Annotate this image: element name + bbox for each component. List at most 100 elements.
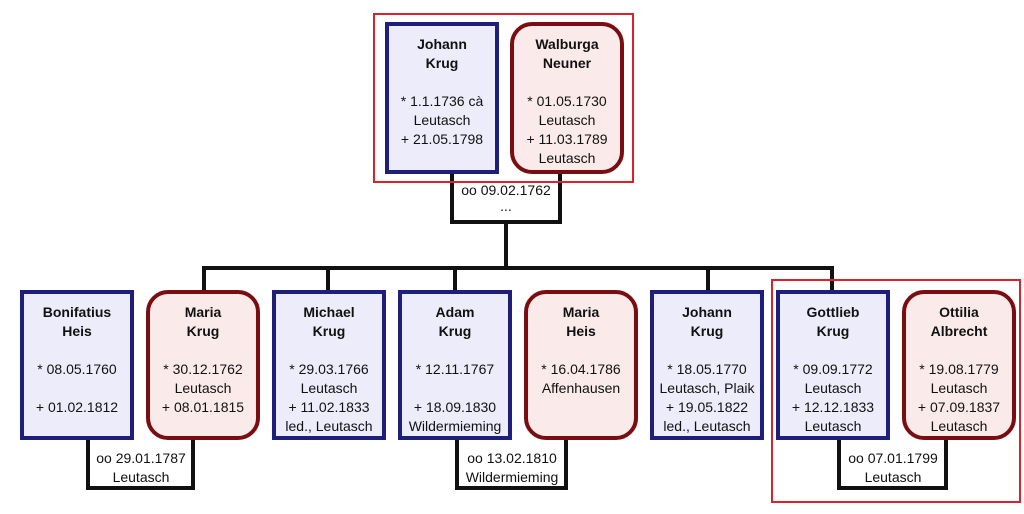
text-line: * 16.04.1786: [541, 361, 621, 377]
text-line: Krug: [438, 323, 472, 339]
text-line: Leutasch: [300, 380, 358, 396]
person-dates: * 01.05.1730 Leutasch + 11.03.1789 Leuta…: [526, 92, 607, 168]
text-line: + 12.12.1833: [791, 399, 875, 415]
text-line: + 21.05.1798: [400, 131, 484, 147]
text-line: + 08.01.1815: [161, 399, 245, 415]
text-line: oo 07.01.1799: [848, 450, 938, 466]
person-walburga-neuner[interactable]: Walburga Neuner * 01.05.1730 Leutasch + …: [510, 22, 624, 174]
text-line: Walburga: [535, 36, 599, 52]
text-line: * 29.03.1766: [289, 361, 369, 377]
person-dates: * 1.1.1736 cà Leutasch + 21.05.1798: [401, 92, 484, 149]
text-line: Krug: [186, 323, 220, 339]
text-line: Leutasch: [538, 112, 596, 128]
text-line: * 08.05.1760: [37, 361, 117, 377]
text-line: oo 09.02.1762: [461, 182, 551, 198]
text-line: ...: [500, 198, 512, 214]
text-line: Bonifatius: [42, 304, 112, 320]
text-line: * 1.1.1736 cà: [400, 93, 484, 109]
text-line: + 01.02.1812: [35, 399, 119, 415]
text-line: Wildermieming: [408, 418, 502, 434]
text-line: Gottlieb: [806, 304, 860, 320]
text-line: * 12.11.1767: [415, 361, 495, 377]
text-line: + 11.02.1833: [288, 399, 370, 415]
text-line: Johann: [682, 304, 732, 320]
text-line: * 18.05.1770: [667, 361, 747, 377]
text-line: Leutasch: [804, 380, 862, 396]
text-line: Johann: [417, 36, 467, 52]
text-line: Krug: [425, 55, 459, 71]
text-line: Maria: [184, 304, 222, 320]
text-line: led., Leutasch: [663, 418, 751, 434]
text-line: Neuner: [542, 55, 592, 71]
text-line: + 11.03.1789: [526, 131, 608, 147]
text-line: Leutasch: [112, 469, 170, 485]
text-line: Adam: [435, 304, 475, 320]
text-line: Leutasch: [804, 418, 862, 434]
text-line: Albrecht: [930, 323, 988, 339]
text-line: Affenhausen: [541, 380, 621, 396]
text-line: Leutasch, Plaik: [659, 380, 755, 396]
text-line: * 09.09.1772: [793, 361, 873, 377]
text-line: Leutasch: [864, 469, 922, 485]
text-line: Leutasch: [930, 380, 988, 396]
marriage-bracket-2: [455, 436, 568, 490]
text-line: Krug: [690, 323, 724, 339]
text-line: Leutasch: [930, 418, 988, 434]
highlight-gottlieb-couple: [771, 279, 1021, 503]
text-line: Krug: [816, 323, 850, 339]
text-line: Krug: [312, 323, 346, 339]
text-line: * 19.08.1779: [919, 361, 999, 377]
top-marriage-label: oo 09.02.1762 ...: [452, 181, 560, 214]
text-line: Heis: [566, 323, 596, 339]
marriage-label-3: oo 07.01.1799 Leutasch: [833, 449, 953, 487]
text-line: Leutasch: [174, 380, 232, 396]
person-name: Johann Krug: [417, 35, 467, 73]
text-line: [36, 379, 118, 398]
text-line: + 19.05.1822: [665, 399, 749, 415]
highlight-top-couple: [373, 13, 634, 183]
marriage-label-1: oo 29.01.1787 Leutasch: [82, 449, 200, 487]
text-line: + 18.09.1830: [413, 399, 497, 415]
text-line: Wildermieming: [465, 469, 559, 485]
marriage-bracket-3: [837, 436, 948, 490]
text-line: oo 29.01.1787: [96, 450, 186, 466]
text-line: led., Leutasch: [285, 418, 373, 434]
text-line: + 07.09.1837: [917, 399, 1001, 415]
text-line: Leutasch: [538, 150, 596, 166]
text-line: * 01.05.1730: [527, 93, 607, 109]
text-line: * 30.12.1762: [163, 361, 243, 377]
person-johann-krug-sen[interactable]: Johann Krug * 1.1.1736 cà Leutasch + 21.…: [385, 22, 499, 174]
marriage-bracket-1: [86, 436, 195, 490]
text-line: Heis: [62, 323, 92, 339]
person-name: Walburga Neuner: [535, 35, 598, 73]
text-line: [409, 379, 502, 398]
text-line: Maria: [562, 304, 600, 320]
text-line: Michael: [303, 304, 355, 320]
text-line: Ottilia: [939, 304, 979, 320]
person-dates: * 08.05.1760 + 01.02.1812: [36, 360, 118, 417]
